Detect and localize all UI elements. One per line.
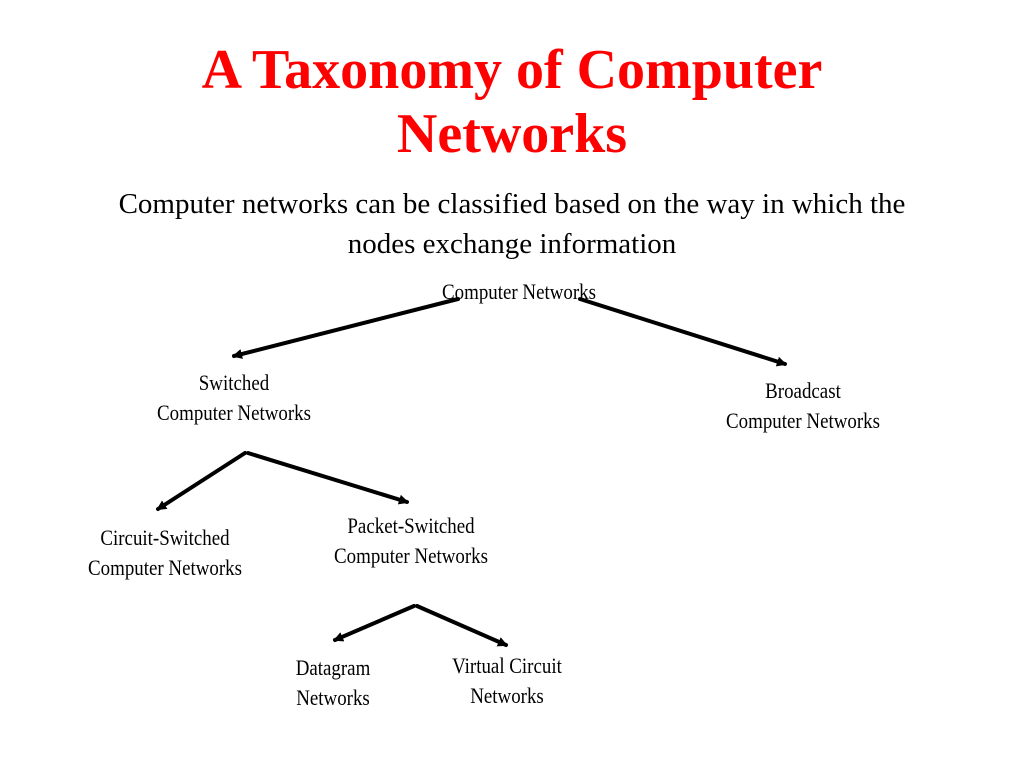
arrow-switched-to-circuit — [156, 451, 247, 511]
node-circuit-switched-line-1: Circuit-Switched — [100, 525, 230, 550]
node-circuit-switched-line-2: Computer Networks — [88, 555, 242, 580]
node-computer-networks-line-1: Computer Networks — [442, 279, 596, 304]
arrow-switched-to-packet — [246, 451, 409, 505]
slide-subtitle-line-2: nodes exchange information — [347, 228, 677, 260]
slide-title: A Taxonomy of Computer Networks — [0, 38, 1024, 166]
node-datagram-line-2: Networks — [296, 685, 370, 710]
arrow-root-to-switched — [232, 297, 460, 359]
node-broadcast-line-1: Broadcast — [765, 378, 841, 403]
arrow-packet-to-virtual-circuit — [415, 604, 508, 647]
node-computer-networks: Computer Networks — [416, 277, 622, 307]
slide-title-line-2: Networks — [396, 103, 628, 165]
node-virtual-circuit-line-1: Virtual Circuit — [452, 653, 562, 678]
node-packet-switched: Packet-Switched Computer Networks — [308, 511, 514, 571]
node-virtual-circuit-line-2: Networks — [470, 683, 544, 708]
node-broadcast-line-2: Computer Networks — [726, 408, 880, 433]
node-broadcast: Broadcast Computer Networks — [700, 376, 906, 436]
node-switched-line-1: Switched — [198, 370, 270, 395]
node-circuit-switched: Circuit-Switched Computer Networks — [62, 523, 268, 583]
slide-subtitle-line-1: Computer networks can be classified base… — [118, 188, 906, 220]
node-packet-switched-line-2: Computer Networks — [334, 543, 488, 568]
slide-title-line-1: A Taxonomy of Computer — [201, 39, 823, 101]
slide-subtitle: Computer networks can be classified base… — [40, 184, 984, 264]
node-packet-switched-line-1: Packet-Switched — [347, 513, 475, 538]
node-datagram-line-1: Datagram — [295, 655, 371, 680]
node-switched-line-2: Computer Networks — [157, 400, 311, 425]
node-datagram: Datagram Networks — [273, 653, 393, 713]
node-virtual-circuit: Virtual Circuit Networks — [438, 651, 576, 711]
arrow-root-to-broadcast — [578, 297, 787, 367]
arrow-packet-to-datagram — [333, 604, 416, 642]
node-switched: Switched Computer Networks — [131, 368, 337, 428]
